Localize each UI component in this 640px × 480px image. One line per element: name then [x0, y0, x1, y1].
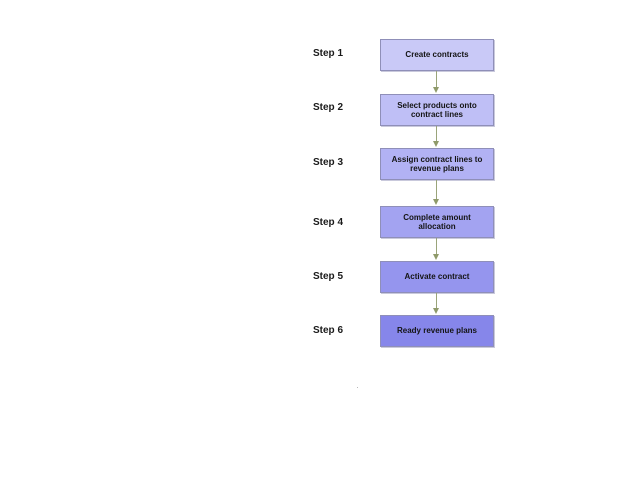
step-2-text: Select products onto contract lines — [397, 100, 477, 120]
step-6-label: Step 6 — [313, 325, 344, 336]
step-1-label: Step 1 — [313, 48, 344, 59]
step-5-label: Step 5 — [313, 271, 344, 282]
arrow-2-to-3 — [432, 126, 442, 148]
step-5-box: Activate contract — [380, 261, 494, 293]
step-4-text: Complete amount allocation — [403, 212, 471, 232]
step-2-box: Select products onto contract lines — [380, 94, 494, 126]
step-3-text: Assign contract lines to revenue plans — [391, 154, 483, 174]
arrow-5-to-6 — [432, 293, 442, 315]
step-2-label: Step 2 — [313, 102, 344, 113]
arrow-4-to-5 — [432, 238, 442, 261]
step-3-box: Assign contract lines to revenue plans — [380, 148, 494, 180]
step-1-box: Create contracts — [380, 39, 494, 71]
step-4-label: Step 4 — [313, 217, 344, 228]
step-1-text: Create contracts — [405, 50, 469, 60]
step-3-label: Step 3 — [313, 157, 344, 168]
arrow-3-to-4 — [432, 180, 442, 206]
step-6-box: Ready revenue plans — [380, 315, 494, 347]
arrow-1-to-2 — [432, 71, 442, 94]
step-6-text: Ready revenue plans — [396, 326, 478, 336]
step-5-text: Activate contract — [404, 272, 470, 282]
step-4-box: Complete amount allocation — [380, 206, 494, 238]
stray-dot — [357, 387, 358, 388]
